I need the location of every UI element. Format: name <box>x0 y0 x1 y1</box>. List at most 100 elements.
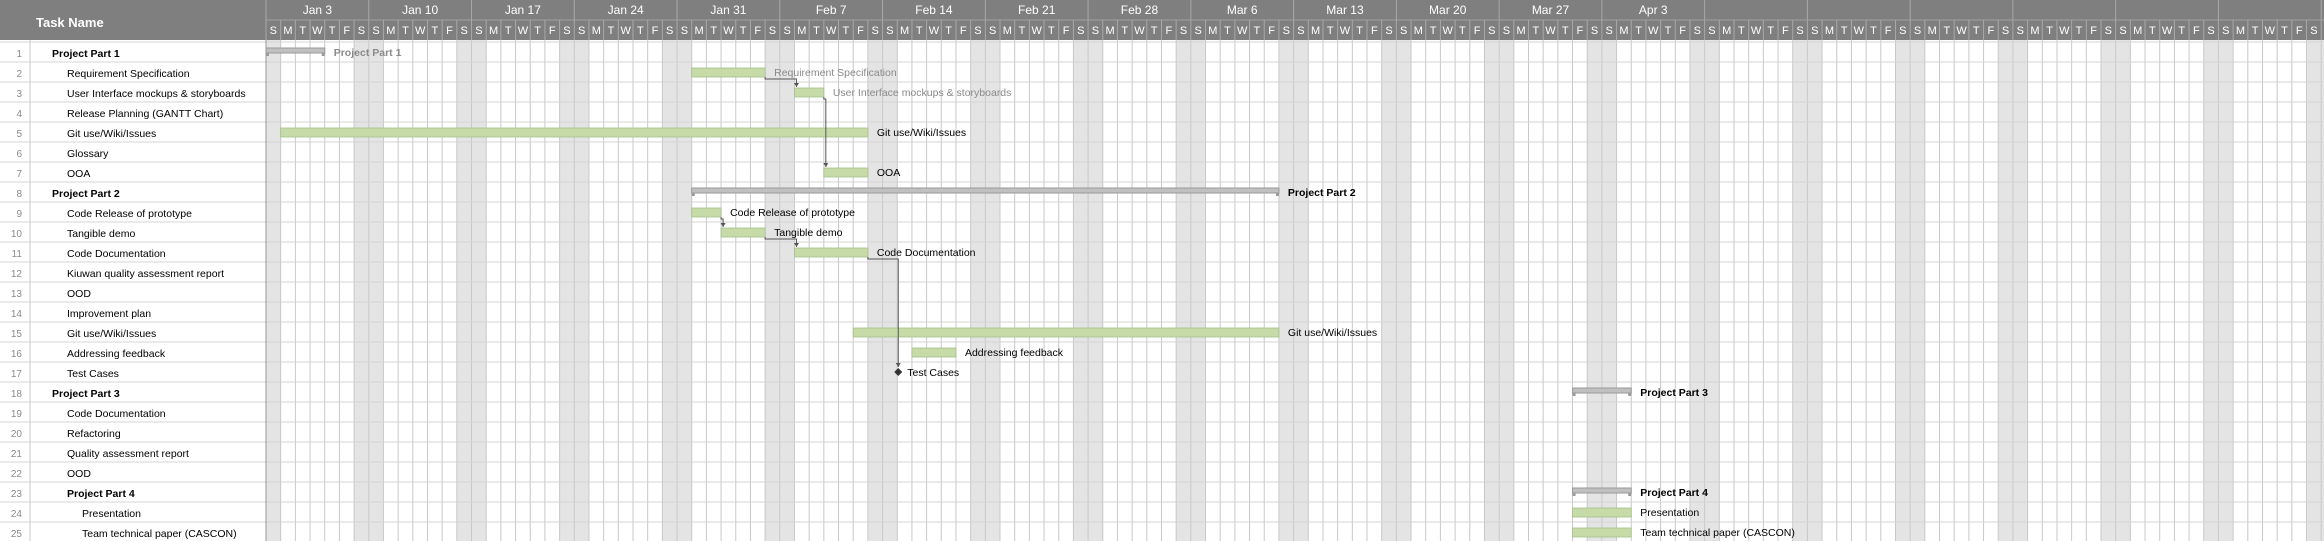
bar-label: Git use/Wiki/Issues <box>1288 327 1377 339</box>
task-name: Project Part 2 <box>52 188 120 200</box>
day-letter: T <box>2076 25 2083 37</box>
task-row-number: 9 <box>16 209 22 220</box>
day-letter: F <box>2296 25 2303 37</box>
task-bar[interactable] <box>1572 507 1632 518</box>
task-bar[interactable] <box>691 207 722 218</box>
day-letter: T <box>2281 25 2288 37</box>
day-letter: F <box>1371 25 1378 37</box>
day-letter: T <box>608 25 615 37</box>
task-bar[interactable] <box>852 327 1280 338</box>
weekend-column <box>1278 40 1294 541</box>
week-label: Jan 3 <box>303 3 333 17</box>
day-letter: S <box>2310 25 2317 37</box>
task-bar[interactable] <box>794 247 869 258</box>
task-name: Tangible demo <box>67 228 135 240</box>
day-letter: T <box>2046 25 2053 37</box>
task-bar[interactable] <box>280 127 869 138</box>
day-letter: M <box>2133 25 2142 37</box>
task-name: OOA <box>67 168 90 180</box>
task-row-number: 18 <box>11 389 23 400</box>
day-letter: T <box>637 25 644 37</box>
week-label: Mar 13 <box>1326 3 1364 17</box>
day-letter: S <box>1283 25 1290 37</box>
summary-bar-cap-left <box>266 53 269 56</box>
day-letter: T <box>1048 25 1055 37</box>
summary-bar[interactable] <box>1572 387 1632 394</box>
task-bar[interactable] <box>794 87 825 98</box>
summary-bar[interactable] <box>265 47 326 54</box>
day-letter: T <box>1459 25 1466 37</box>
weekend-column <box>2203 40 2219 541</box>
bar-label: Addressing feedback <box>965 347 1064 359</box>
summary-bar[interactable] <box>1572 487 1632 494</box>
day-letter: M <box>1003 25 1012 37</box>
day-letter: S <box>783 25 790 37</box>
bar-label: OOA <box>877 167 900 179</box>
summary-bar[interactable] <box>691 187 1280 194</box>
day-letter: M <box>1928 25 1937 37</box>
day-letter: S <box>1385 25 1392 37</box>
weekend-column <box>1499 40 1514 541</box>
day-letter: F <box>343 25 350 37</box>
task-name: OOD <box>67 468 91 480</box>
milestone-diamond[interactable] <box>894 368 903 376</box>
day-letter: S <box>974 25 981 37</box>
task-row-number: 5 <box>16 129 22 140</box>
day-letter: S <box>1488 25 1495 37</box>
day-letter: F <box>1063 25 1070 37</box>
day-letter: S <box>2119 25 2126 37</box>
task-bar[interactable] <box>911 347 957 358</box>
bar-label: Project Part 3 <box>1640 387 1708 399</box>
day-letter: T <box>1738 25 1745 37</box>
weekend-column <box>1190 40 1206 541</box>
task-name-header[interactable]: Task Name <box>36 15 104 30</box>
task-name: Project Part 1 <box>52 48 120 60</box>
task-bar[interactable] <box>823 167 869 178</box>
weekend-column <box>882 40 898 541</box>
day-letter: M <box>1106 25 1115 37</box>
day-letter: T <box>534 25 541 37</box>
task-bar[interactable] <box>720 227 766 238</box>
task-row-number: 16 <box>11 349 23 360</box>
task-bar[interactable] <box>691 67 766 78</box>
day-letter: T <box>1151 25 1158 37</box>
day-letter: W <box>518 25 529 37</box>
weekend-column <box>985 40 1000 541</box>
day-letter: F <box>2193 25 2200 37</box>
day-letter: W <box>2059 25 2070 37</box>
task-row-number: 17 <box>11 369 23 380</box>
task-row-number: 25 <box>11 529 23 540</box>
day-letter: W <box>1237 25 1248 37</box>
task-bar[interactable] <box>1572 527 1632 538</box>
task-row-number: 20 <box>11 429 23 440</box>
task-row-number: 23 <box>11 489 23 500</box>
task-row-number: 4 <box>16 109 22 120</box>
day-letter: M <box>900 25 909 37</box>
